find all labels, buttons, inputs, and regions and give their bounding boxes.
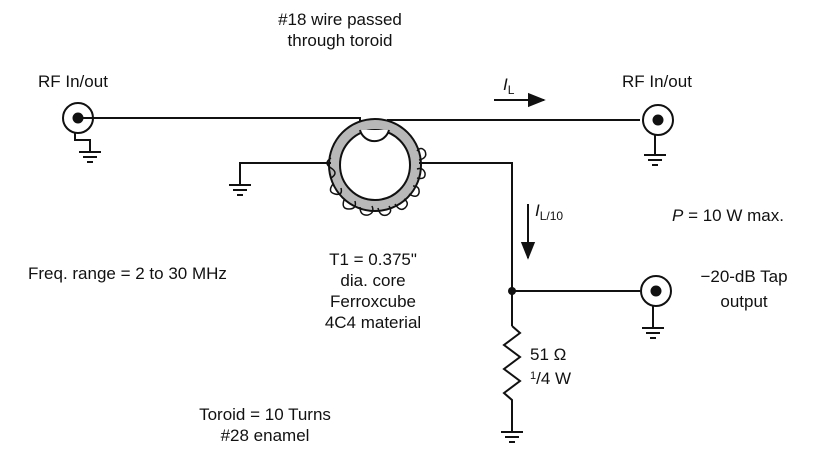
current-main-label: IL xyxy=(503,74,514,101)
secondary-ground-wire xyxy=(239,162,331,185)
toroid-spec: Toroid = 10 Turns #28 enamel xyxy=(170,404,360,446)
resistor-icon xyxy=(502,325,522,432)
rf-in-right-label: RF In/out xyxy=(622,72,692,91)
junction-dot xyxy=(508,287,516,295)
current-tap-sub: L/10 xyxy=(539,209,564,223)
main-line-wire xyxy=(80,117,361,132)
coax-connector-icon xyxy=(62,102,94,152)
toroid-core-icon xyxy=(328,118,422,212)
wire-note: #18 wire passed through toroid xyxy=(255,9,425,51)
resistor-value-label: 51 Ω xyxy=(530,345,567,364)
coax-connector-icon xyxy=(642,104,674,155)
toroid-winding xyxy=(326,147,427,217)
ground-icon xyxy=(79,151,101,163)
secondary-tap-wire xyxy=(419,162,513,326)
wire-note-line1: #18 wire passed xyxy=(278,10,402,29)
ground-icon xyxy=(644,154,666,166)
power-symbol: P xyxy=(672,206,684,225)
core-spec: T1 = 0.375" dia. core Ferroxcube 4C4 mat… xyxy=(298,249,448,333)
toroid-spec-line2: #28 enamel xyxy=(220,426,310,445)
main-line-wire-right xyxy=(387,119,640,132)
core-spec-line2: dia. core xyxy=(340,271,406,290)
toroid-spec-line1: Toroid = 10 Turns xyxy=(199,405,331,424)
tap-output-line1: −20-dB Tap xyxy=(700,267,788,286)
core-spec-line1: T1 = 0.375" xyxy=(329,250,417,269)
wire-note-line2: through toroid xyxy=(287,31,393,50)
ground-icon xyxy=(642,327,664,339)
coax-connector-icon xyxy=(640,275,672,328)
tap-output-line2: output xyxy=(720,292,768,311)
current-main-sub: L xyxy=(507,83,515,97)
power-label: P = 10 W max. xyxy=(672,205,784,226)
resistor-power-rest: /4 W xyxy=(536,369,572,388)
current-main-symbol: I xyxy=(503,75,508,94)
resistor-power-num: 1 xyxy=(530,370,537,382)
resistor-power-label: 1/4 W xyxy=(530,366,571,389)
ground-icon xyxy=(501,431,523,443)
rf-in-left-label: RF In/out xyxy=(38,72,108,91)
core-spec-line4: 4C4 material xyxy=(324,313,422,332)
freq-range-label: Freq. range = 2 to 30 MHz xyxy=(28,264,227,283)
wire-loop-front xyxy=(359,129,390,143)
ground-icon xyxy=(229,184,251,196)
current-tap-symbol: I xyxy=(535,201,540,220)
tap-output-label: −20-dB Tap output xyxy=(676,266,812,312)
power-value: = 10 W max. xyxy=(683,206,784,225)
current-tap-label: IL/10 xyxy=(535,200,563,227)
core-spec-line3: Ferroxcube xyxy=(330,292,416,311)
